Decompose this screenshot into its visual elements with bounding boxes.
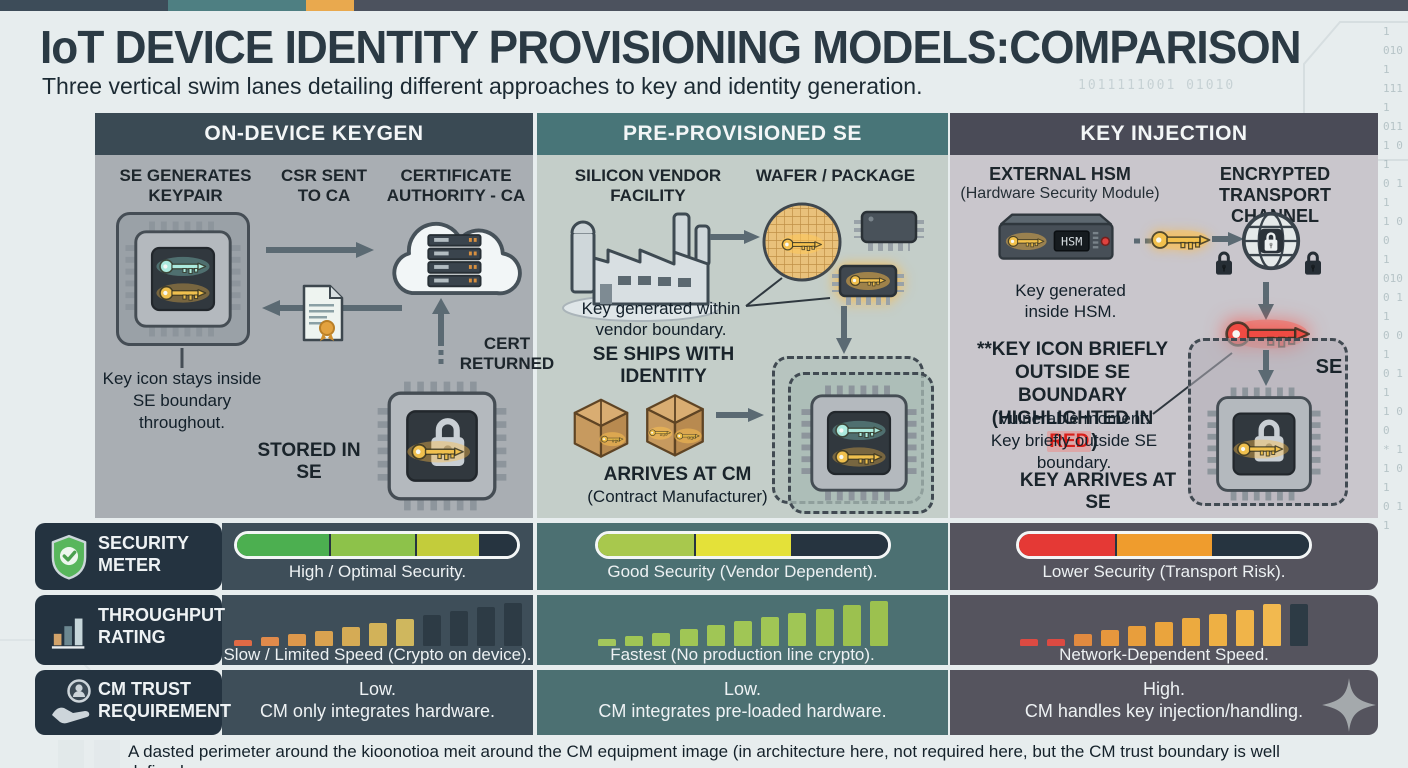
footer-note: A dasted perimeter around the kioonotioa… bbox=[128, 742, 1280, 768]
throughput-bars-lane3 bbox=[1020, 600, 1308, 646]
throughput-bars-lane1 bbox=[234, 600, 522, 646]
cert-returned-label: CERT RETURNED bbox=[459, 334, 555, 373]
cmtrust-cell-lane3 bbox=[950, 670, 1378, 735]
security-meter-bar-lane3 bbox=[1016, 531, 1312, 559]
se-down-arrow bbox=[1258, 350, 1274, 386]
cert-dash-stub bbox=[438, 350, 444, 364]
lane3-note1: Key generated inside HSM. bbox=[1015, 281, 1126, 321]
package-down-arrow bbox=[836, 306, 852, 354]
certificate-authority-cloud-icon bbox=[392, 221, 522, 296]
vendor-right-arrow bbox=[710, 230, 760, 244]
throughput-bars-lane2 bbox=[598, 598, 888, 646]
throughput-caption-lane1: Slow / Limited Speed (Crypto on device). bbox=[223, 645, 532, 664]
page-subtitle: Three vertical swim lanes detailing diff… bbox=[42, 73, 923, 99]
lane3-step1-sub: (Hardware Security Module) bbox=[960, 185, 1160, 202]
cmtrust-cell-lane2 bbox=[537, 670, 948, 735]
wafer-pointer-lines bbox=[745, 277, 831, 307]
note-tick-line bbox=[180, 348, 184, 368]
lane-header-key-injection: KEY INJECTION bbox=[950, 113, 1378, 155]
cert-up-arrow bbox=[432, 298, 450, 346]
warning-line1: **KEY ICON BRIEFLY bbox=[976, 339, 1169, 360]
chip-package-icon bbox=[854, 210, 924, 251]
vulnerable-note: Vulnerable moment: Key briefly outside S… bbox=[990, 409, 1158, 472]
transit-right-arrow bbox=[1212, 232, 1244, 246]
lane2-step3-label: SE SHIPS WITH IDENTITY bbox=[592, 344, 735, 387]
cmtrust-line1-lane3: High. bbox=[1142, 679, 1186, 699]
page-title: IoT DEVICE IDENTITY PROVISIONING MODELS:… bbox=[40, 21, 1302, 73]
security-meter-bar-lane2 bbox=[595, 531, 891, 559]
lane-header-on-device-keygen: ON-DEVICE KEYGEN bbox=[95, 113, 533, 155]
arrives-at-cm-label: ARRIVES AT CM bbox=[603, 464, 752, 485]
chip-stored-key-icon bbox=[1207, 387, 1321, 501]
lane2-step2-label: WAFER / PACKAGE bbox=[755, 166, 916, 185]
cm-trust-block bbox=[35, 670, 222, 735]
factory-icon bbox=[562, 212, 720, 322]
se-label: SE bbox=[1315, 356, 1343, 378]
padlock-icon bbox=[1303, 251, 1323, 276]
shipping-box-icon bbox=[573, 398, 629, 458]
security-caption-lane2: Good Security (Vendor Dependent). bbox=[607, 562, 878, 581]
lane1-step3-label: CERTIFICATE AUTHORITY - CA bbox=[386, 166, 526, 205]
circuit-decor-bottom-left bbox=[0, 639, 120, 768]
sparkle-icon bbox=[1322, 678, 1376, 732]
lane1-step2-label: CSR SENT TO CA bbox=[281, 166, 367, 205]
cmtrust-line2-lane3: CM handles key injection/handling. bbox=[1024, 701, 1304, 721]
arrives-at-cm-sub: (Contract Manufacturer) bbox=[587, 487, 768, 506]
wafer-icon bbox=[762, 202, 842, 282]
csr-right-arrow bbox=[266, 242, 374, 258]
throughput-rating-label: THROUGHPUT RATING bbox=[98, 605, 225, 647]
chip-keypair-icon bbox=[125, 221, 241, 337]
ship-right-arrow bbox=[716, 408, 764, 422]
hsm-dash-connector bbox=[1134, 238, 1152, 244]
security-caption-lane3: Lower Security (Transport Risk). bbox=[1042, 562, 1286, 581]
key-arrives-label: KEY ARRIVES AT SE bbox=[1019, 470, 1177, 513]
cm-trust-label: CM TRUST REQUIREMENT bbox=[98, 679, 232, 721]
security-meter-bar-lane1 bbox=[234, 531, 520, 559]
cmtrust-line2-lane1: CM only integrates hardware. bbox=[259, 701, 496, 721]
security-caption-lane1: High / Optimal Security. bbox=[288, 562, 467, 581]
lane1-step1-label: SE GENERATES KEYPAIR bbox=[119, 166, 252, 205]
transit-key-icon bbox=[1151, 229, 1211, 251]
cmtrust-line1-lane1: Low. bbox=[358, 679, 397, 699]
hsm-screen-text: HSM bbox=[1061, 234, 1082, 248]
lane3-step1-label: EXTERNAL HSM bbox=[989, 164, 1131, 184]
lane3-warning: **KEY ICON BRIEFLY OUTSIDE SE BOUNDARY (… bbox=[970, 338, 1175, 453]
padlock-icon bbox=[1214, 251, 1234, 276]
throughput-caption-lane2: Fastest (No production line crypto). bbox=[610, 645, 875, 664]
lane2-note1: Key generated within vendor boundary. bbox=[581, 299, 741, 339]
certificate-document-icon bbox=[302, 284, 344, 342]
shield-check-icon bbox=[51, 534, 87, 580]
red-highlight: RED bbox=[1047, 431, 1092, 452]
lane-header-pre-provisioned-se: PRE-PROVISIONED SE bbox=[537, 113, 948, 155]
globe-down-arrow bbox=[1258, 282, 1274, 320]
lane1-note: Key icon stays inside SE boundary throug… bbox=[102, 369, 262, 432]
chip-package-key-icon bbox=[832, 264, 904, 305]
cmtrust-cell-lane1 bbox=[222, 670, 533, 735]
warning-line3: (HIGHLIGHTED IN RED) bbox=[991, 408, 1154, 452]
handshake-person-icon bbox=[52, 679, 91, 724]
stored-in-se-label: STORED IN SE bbox=[257, 440, 361, 483]
hsm-appliance-icon: HSM bbox=[998, 213, 1114, 260]
lane2-step1-label: SILICON VENDOR FACILITY bbox=[574, 166, 722, 205]
bar-chart-icon bbox=[51, 618, 85, 649]
shipping-box-icon bbox=[646, 394, 704, 457]
chip-keypair-icon bbox=[801, 385, 917, 501]
cmtrust-line1-lane2: Low. bbox=[723, 679, 762, 699]
throughput-caption-lane3: Network-Dependent Speed. bbox=[1059, 645, 1269, 664]
top-color-strip bbox=[0, 0, 1408, 11]
chip-stored-key-icon bbox=[377, 381, 507, 511]
cmtrust-line2-lane2: CM integrates pre-loaded hardware. bbox=[598, 701, 887, 721]
security-meter-label: SECURITY METER bbox=[98, 533, 189, 575]
binary-decor-row: 1011111001 01010 bbox=[1078, 78, 1236, 93]
warning-line2: OUTSIDE SE BOUNDARY bbox=[1014, 362, 1131, 406]
encrypted-globe-icon bbox=[1241, 211, 1301, 271]
